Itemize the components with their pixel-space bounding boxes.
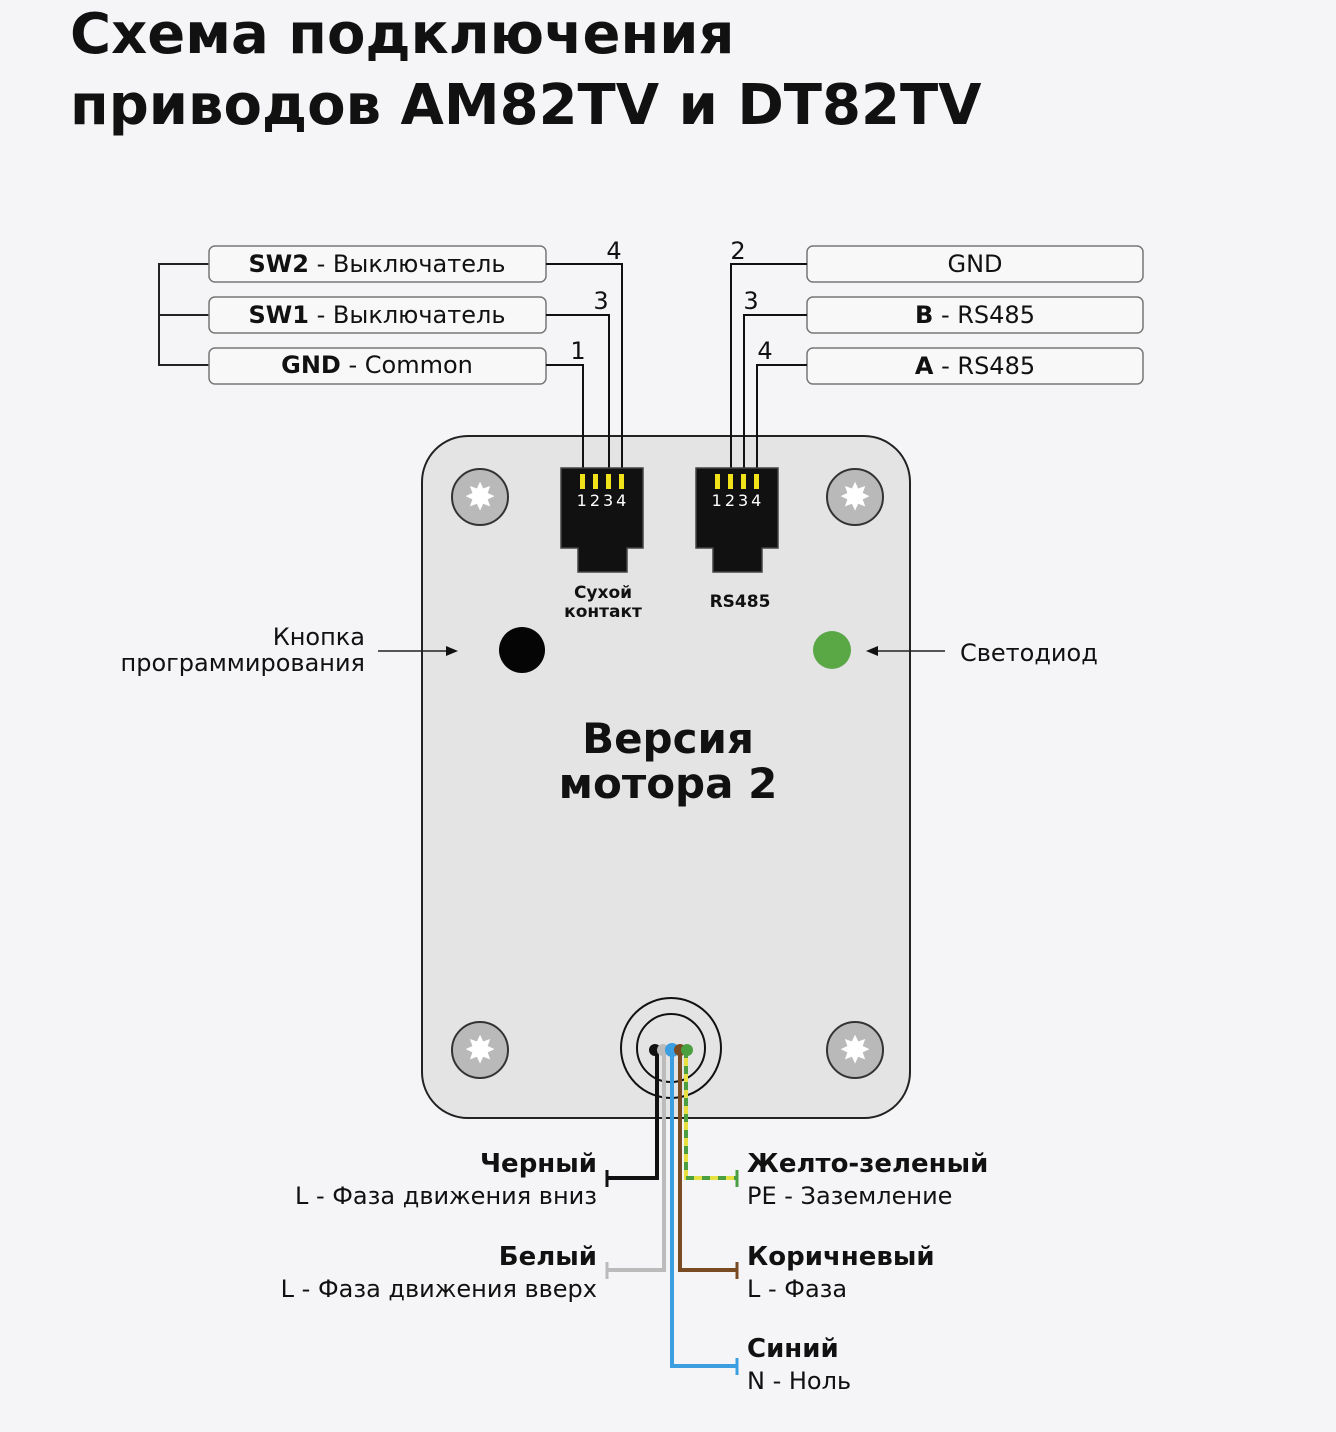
arrow-left-icon — [866, 646, 945, 656]
terminal-name: SW1 — [249, 301, 309, 329]
svg-text:GND: GND — [947, 250, 1002, 278]
screw-icon: ✸ — [451, 1021, 509, 1079]
dry-contact-connector: 1234 — [560, 467, 644, 573]
terminal-sw1: SW1 - Выключатель — [208, 296, 547, 334]
terminal-name: B — [915, 301, 933, 329]
wire-black-name: Черный — [480, 1149, 597, 1179]
terminal-gnd: GND — [806, 245, 1144, 283]
terminal-desc: - RS485 — [933, 301, 1035, 329]
terminal-desc: - Выключатель — [309, 301, 506, 329]
wire-white-name: Белый — [499, 1242, 597, 1272]
svg-text:A - RS485: A - RS485 — [915, 352, 1035, 380]
wire-black-function: L - Фаза движения вниз — [295, 1182, 597, 1210]
terminal-a-rs485: A - RS485 — [806, 347, 1144, 385]
terminal-b-rs485: B - RS485 — [806, 296, 1144, 334]
wire-white-function: L - Фаза движения вверх — [281, 1275, 597, 1303]
wire-blue-function: N - Ноль — [747, 1367, 851, 1395]
signal-wires — [546, 263, 807, 472]
terminal-desc: - RS485 — [933, 352, 1035, 380]
pin-number: 2 — [730, 237, 745, 265]
arrow-right-icon — [378, 646, 458, 656]
wire-brown-name: Коричневый — [747, 1242, 935, 1272]
svg-text:✸: ✸ — [464, 1030, 496, 1072]
screw-icon: ✸ — [826, 1021, 884, 1079]
board-label-1: Версия — [582, 714, 754, 763]
pin-number: 1 — [570, 337, 585, 365]
svg-text:B - RS485: B - RS485 — [915, 301, 1035, 329]
pin-number: 3 — [743, 287, 758, 315]
wire-yellow-green-name: Желто-зеленый — [747, 1149, 988, 1179]
led-label: Светодиод — [960, 639, 1098, 667]
button-label-1: Кнопка — [273, 623, 365, 651]
wire-ends — [649, 1043, 693, 1057]
terminal-gnd-common: GND - Common — [208, 347, 547, 385]
svg-text:✸: ✸ — [839, 477, 871, 519]
terminal-name: SW2 — [249, 250, 309, 278]
terminal-desc: GND — [947, 250, 1002, 278]
terminal-sw2: SW2 - Выключатель — [208, 245, 547, 283]
terminal-desc: - Выключатель — [309, 250, 506, 278]
pin-number: 4 — [606, 237, 621, 265]
common-bracket — [158, 263, 209, 366]
pin-number: 4 — [757, 337, 772, 365]
svg-text:GND - Common: GND - Common — [281, 351, 473, 379]
screw-icon: ✸ — [451, 468, 509, 526]
power-wires — [605, 1050, 739, 1375]
title-line-2: приводов AM82TV и DT82TV — [70, 73, 982, 138]
terminal-name: A — [915, 352, 934, 380]
dry-contact-label-2: контакт — [564, 602, 642, 622]
board-label-2: мотора 2 — [559, 759, 778, 808]
wire-yellow-green-function: PE - Заземление — [747, 1182, 952, 1210]
rs485-label: RS485 — [710, 592, 771, 612]
programming-button[interactable] — [499, 627, 545, 673]
svg-text:SW2 - Выключатель: SW2 - Выключатель — [249, 250, 506, 278]
pin-number: 3 — [593, 287, 608, 315]
wire-brown-function: L - Фаза — [747, 1275, 847, 1303]
svg-text:SW1 - Выключатель: SW1 - Выключатель — [249, 301, 506, 329]
rs485-connector: 1234 — [695, 467, 779, 573]
wire-blue-name: Синий — [747, 1334, 839, 1364]
terminal-name: GND — [281, 351, 341, 379]
title-line-1: Схема подключения — [70, 2, 734, 67]
pin-numbers: 1234 — [577, 491, 630, 510]
svg-text:✸: ✸ — [464, 477, 496, 519]
svg-text:✸: ✸ — [839, 1030, 871, 1072]
screw-icon: ✸ — [826, 468, 884, 526]
dry-contact-label-1: Сухой — [574, 583, 632, 603]
pin-numbers: 1234 — [712, 491, 765, 510]
terminal-desc: - Common — [341, 351, 473, 379]
button-label-2: программирования — [121, 649, 365, 677]
status-led — [813, 631, 851, 669]
